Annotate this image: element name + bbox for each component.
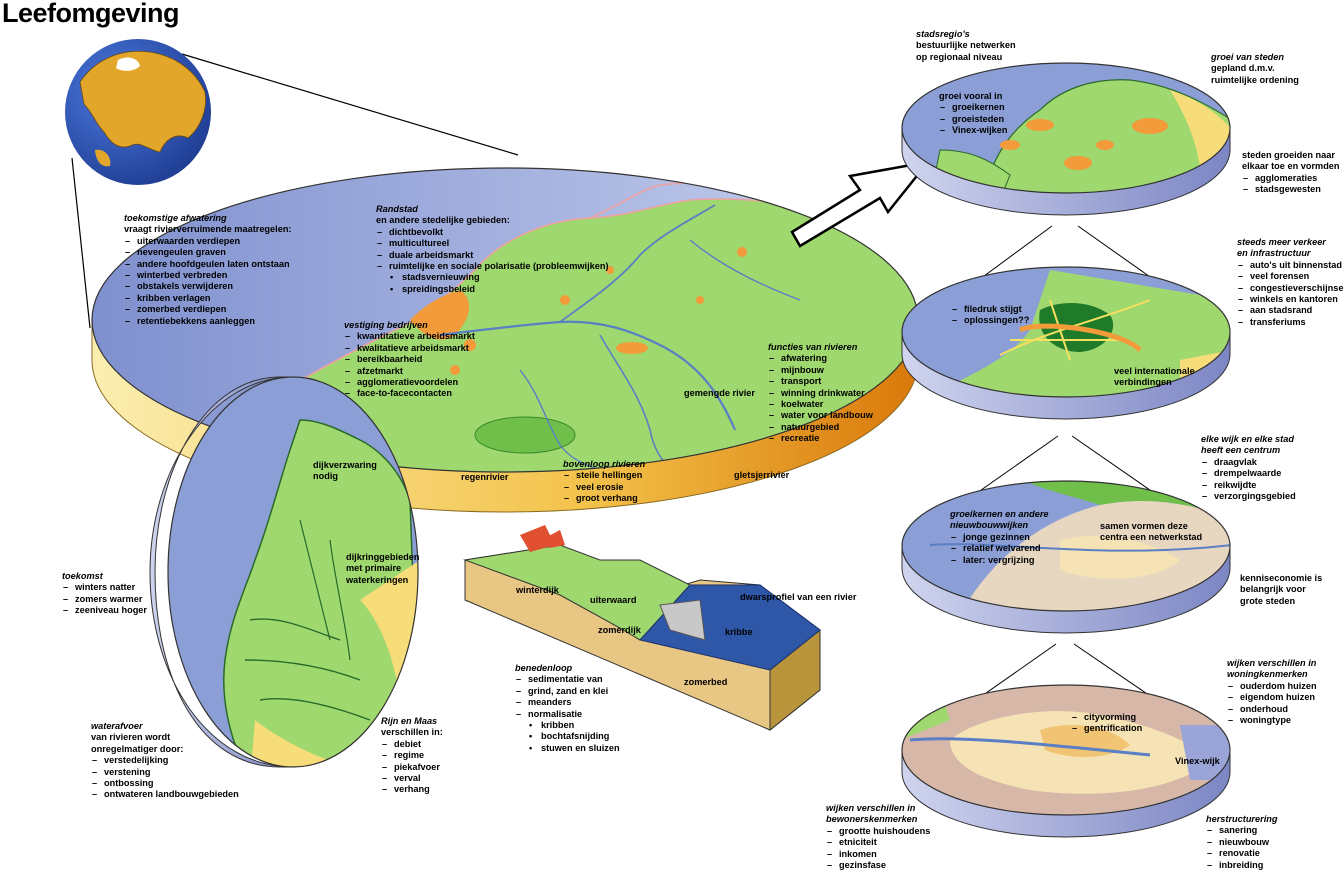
label-dwarsprofiel: dwarsprofiel van een rivier (740, 592, 857, 602)
arrow-icon (790, 160, 932, 248)
annotation-wijk-stad: elke wijk en elke stad heeft een centrum… (1201, 434, 1296, 503)
annotation-benedenloop: benedenloop sedimentatie van grind, zand… (515, 663, 620, 755)
annotation-toekomst: toekomst winters natter zomers warmer ze… (62, 571, 147, 617)
annotation-waterafvoer: waterafvoer van rivieren wordt onregelma… (91, 721, 239, 801)
annotation-rijn-maas: Rijn en Maas verschillen in: debiet regi… (381, 716, 443, 796)
annotation-herstructurering: herstructurering sanering nieuwbouw reno… (1206, 814, 1277, 871)
disc-stadsregio (901, 62, 1231, 216)
label-gemengde-rivier: gemengde rivier (684, 388, 755, 398)
annotation-kenniseconomie: kenniseconomie is belangrijk voor grote … (1240, 573, 1323, 606)
annotation-groeikernen: groeikernen en andere nieuwbouwwijken jo… (950, 509, 1049, 566)
annotation-verkeer: steeds meer verkeer en infrastructuur au… (1237, 237, 1344, 329)
annotation-filedruk: filedruk stijgt oplossingen?? (951, 304, 1029, 327)
annotation-afwatering: toekomstige afwatering vraagt rivierverr… (124, 213, 292, 327)
annotation-groei-vooral: groei vooral in groeikernen groeisteden … (939, 91, 1008, 137)
annotation-bedrijven: vestiging bedrijven kwantitatieve arbeid… (344, 320, 475, 400)
globe-icon (65, 39, 211, 185)
label-regenrivier: regenrivier (461, 472, 509, 482)
label-gletsjerrivier: gletsjerrivier (734, 470, 790, 480)
disc-verkeer (901, 266, 1231, 420)
label-uiterwaard: uiterwaard (590, 595, 637, 605)
annotation-netwerkstad: samen vormen deze centra een netwerkstad (1100, 521, 1203, 543)
label-vinex-wijk: Vinex-wijk (1175, 756, 1220, 766)
label-dijkringgebieden: dijkringgebieden met primaire waterkerin… (346, 552, 420, 585)
annotation-randstad: Randstad en andere stedelijke gebieden: … (376, 204, 609, 296)
page-title: Leefomgeving (2, 0, 180, 28)
annotation-stadsregios: stadsregio's bestuurlijke netwerken op r… (916, 29, 1016, 62)
annotation-bovenloop: bovenloop rivieren steile hellingen veel… (563, 459, 645, 505)
annotation-woningkenmerken: wijken verschillen in woningkenmerken ou… (1227, 658, 1317, 727)
label-zomerbed: zomerbed (684, 677, 728, 687)
label-zomerdijk: zomerdijk (598, 625, 641, 635)
label-dijkverzwaring: dijkverzwaring nodig (313, 460, 377, 482)
annotation-groei-steden: groei van steden gepland d.m.v. ruimteli… (1211, 52, 1299, 85)
annotation-bewonerskenmerken: wijken verschillen in bewonerskenmerken … (826, 803, 930, 872)
label-kribbe: kribbe (725, 627, 753, 637)
annotation-functies: functies van rivieren afwatering mijnbou… (768, 342, 873, 445)
label-winterdijk: winterdijk (516, 585, 559, 595)
disc-centra (901, 480, 1231, 634)
annotation-steden-groeiden: steden groeiden naar elkaar toe en vormd… (1242, 150, 1340, 196)
river-profile (463, 525, 821, 732)
annotation-verbindingen: veel internationale verbindingen (1114, 366, 1195, 388)
annotation-cityvorming: cityvorming gentrification (1071, 712, 1142, 735)
disc-wijken (901, 684, 1231, 838)
